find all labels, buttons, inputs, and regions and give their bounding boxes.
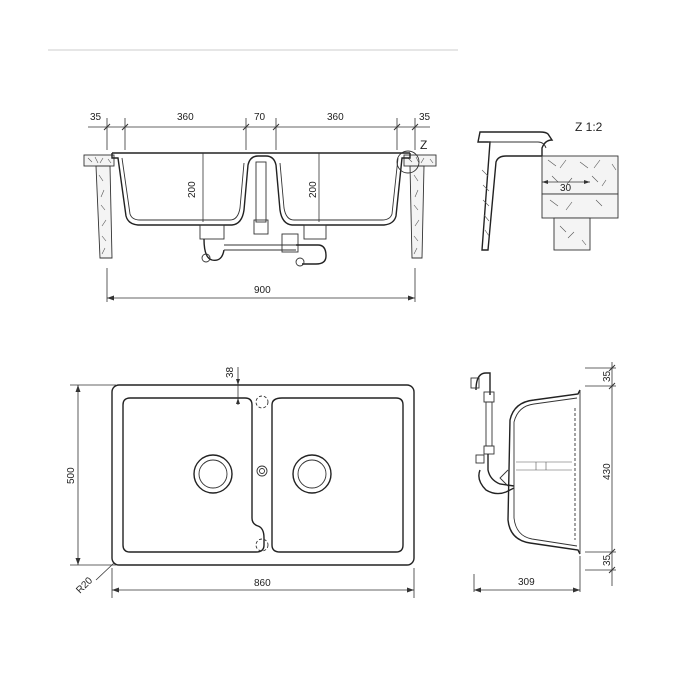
dim-height-500: 500 <box>66 467 77 484</box>
dim-center-divider: 70 <box>254 112 266 123</box>
left-bowl <box>122 397 265 553</box>
right-drain-outer <box>292 454 332 494</box>
right-bowl <box>271 397 404 553</box>
detail-counter-lower <box>541 193 619 219</box>
overflow-hole <box>256 465 268 477</box>
side-bowl-inner <box>513 397 578 547</box>
dim-right-bowl-depth: 200 <box>308 181 319 198</box>
dim-right-rim: 35 <box>419 112 431 123</box>
dim-offset-38: 38 <box>225 366 236 378</box>
dim-ticks <box>103 123 419 131</box>
radius-leader <box>95 562 115 581</box>
left-drain-outer <box>193 454 233 494</box>
tap-hole-top <box>255 395 269 409</box>
dim-side-bottom-35: 35 <box>602 554 613 566</box>
detail-dim-30: 30 <box>560 183 572 194</box>
dim-left-rim: 35 <box>90 112 102 123</box>
detail-marker-z: Z <box>420 138 427 152</box>
tap-hole-bottom <box>255 538 269 552</box>
dim-total-width: 900 <box>254 285 271 296</box>
left-drain-inner <box>198 459 228 489</box>
detail-rim-profile <box>477 131 554 251</box>
dim-width-860: 860 <box>254 578 271 589</box>
dim-depth-309: 309 <box>518 577 535 588</box>
dim-side-430: 430 <box>602 463 613 480</box>
sink-body-outer <box>111 152 411 226</box>
dim-right-bowl-width: 360 <box>327 112 344 123</box>
right-drain-inner <box>297 459 327 489</box>
dim-radius: R20 <box>74 575 95 596</box>
dim-side-top-35: 35 <box>602 370 613 382</box>
dim-left-bowl-width: 360 <box>177 112 194 123</box>
siphon-assembly <box>199 161 327 267</box>
front-section-view: 35 360 70 360 35 <box>83 112 437 302</box>
countertop-left <box>83 154 115 259</box>
side-bowl-outer <box>507 389 581 555</box>
detail-view: Z 1:2 30 <box>477 120 619 251</box>
detail-counter-top <box>541 155 619 195</box>
detail-circle <box>396 150 420 174</box>
detail-hatch <box>481 169 490 237</box>
side-pipe <box>470 372 515 495</box>
sink-outline <box>111 384 415 566</box>
detail-title: Z 1:2 <box>575 120 603 134</box>
detail-counter-stub <box>553 217 591 251</box>
countertop-right <box>403 154 437 259</box>
top-view: 38 500 R20 860 <box>66 366 415 598</box>
sink-body-inner <box>121 157 399 221</box>
dim-left-bowl-depth: 200 <box>187 181 198 198</box>
side-view: 35 430 35 309 <box>470 362 616 593</box>
